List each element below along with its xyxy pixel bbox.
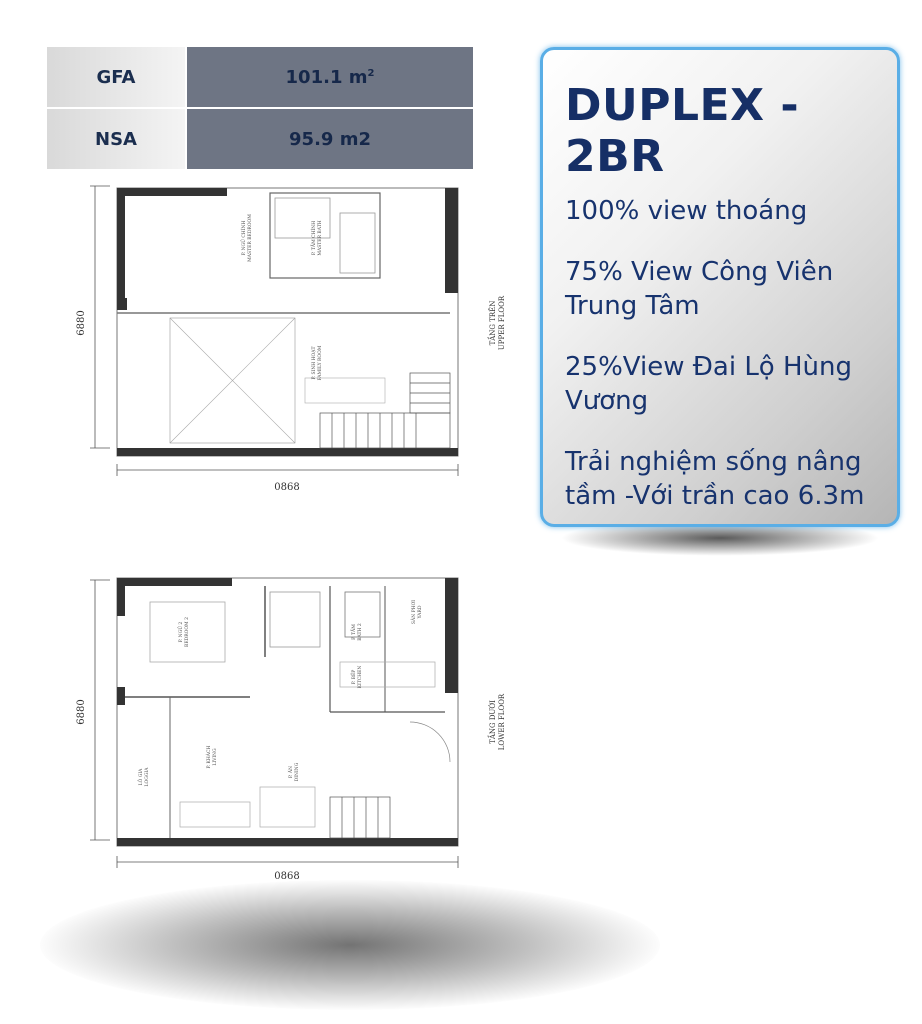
lower-floor-label: TẦNG DƯỚI xyxy=(487,700,497,744)
height-dim: 6880 xyxy=(76,310,87,335)
svg-text:MASTER BATH: MASTER BATH xyxy=(317,220,323,255)
card-line-view: 100% view thoáng xyxy=(565,196,808,226)
room-living: P. KHÁCH xyxy=(205,745,212,768)
svg-text:YARD: YARD xyxy=(417,605,423,619)
room-family: P. SINH HOẠT xyxy=(311,347,317,380)
gfa-unit-sup: 2 xyxy=(367,67,375,79)
svg-text:LIVING: LIVING xyxy=(212,748,218,766)
room-bedroom-2: P. NGỦ 2 xyxy=(176,622,184,643)
info-card: DUPLEX - 2BR 100% view thoáng 75% View C… xyxy=(540,47,900,527)
svg-text:MASTER BEDROOM: MASTER BEDROOM xyxy=(247,214,253,262)
room-kitchen: P. BẾP xyxy=(349,670,357,685)
room-master-bath: P. TẮM CHÍNH xyxy=(309,221,317,255)
table-row: GFA 101.1 m2 xyxy=(47,47,473,109)
nsa-label: NSA xyxy=(47,108,187,171)
nsa-value: 95.9 m2 xyxy=(186,108,473,171)
area-table: GFA 101.1 m2 NSA 95.9 m2 xyxy=(47,47,473,171)
upper-plan-svg: 6880 0868 P. NGỦ CHÍNH M xyxy=(76,185,506,493)
svg-text:BATH 2: BATH 2 xyxy=(357,623,363,641)
ground-shadow xyxy=(40,880,660,1010)
upper-floor-plan: 6880 0868 P. NGỦ CHÍNH M xyxy=(70,178,540,508)
room-master-bedroom: P. NGỦ CHÍNH xyxy=(239,221,247,256)
svg-text:BEDROOM 2: BEDROOM 2 xyxy=(184,617,190,647)
gfa-value: 101.1 m2 xyxy=(186,47,473,109)
gfa-value-text: 101.1 m xyxy=(285,66,368,88)
lower-floor-label-en: LOWER FLOOR xyxy=(498,693,506,750)
width-dim: 0868 xyxy=(274,482,299,493)
card-title: DUPLEX - 2BR xyxy=(565,80,800,182)
table-row: NSA 95.9 m2 xyxy=(47,108,473,171)
svg-text:KITCHEN: KITCHEN xyxy=(357,666,363,689)
card-line-boulevard: 25%View Đai Lộ Hùng Vương xyxy=(565,352,852,416)
room-yard: SÂN PHƠI xyxy=(410,600,417,624)
room-loggia: LÔ GIA xyxy=(136,768,144,785)
lower-plan-svg: 6880 0868 P. NGỦ 2 BEDROOM 2 xyxy=(76,577,506,882)
svg-text:DINING: DINING xyxy=(294,762,300,781)
upper-floor-label: TẦNG TRÊN xyxy=(487,301,497,346)
lower-floor-plan: 6880 0868 P. NGỦ 2 BEDROOM 2 xyxy=(70,572,540,892)
room-bath-2: P. TẮM xyxy=(349,624,357,640)
gfa-label: GFA xyxy=(47,47,187,109)
width-dim: 0868 xyxy=(274,871,299,882)
height-dim: 6880 xyxy=(76,699,87,724)
room-dining: P. ĂN xyxy=(287,766,294,778)
card-line-ceiling: Trải nghiệm sống nâng tầm -Với trần cao … xyxy=(565,447,865,511)
svg-text:FAMILY ROOM: FAMILY ROOM xyxy=(317,345,323,380)
svg-text:LOGGIA: LOGGIA xyxy=(144,767,150,787)
upper-floor-label-en: UPPER FLOOR xyxy=(498,295,506,350)
card-line-park: 75% View Công Viên Trung Tâm xyxy=(565,257,834,321)
